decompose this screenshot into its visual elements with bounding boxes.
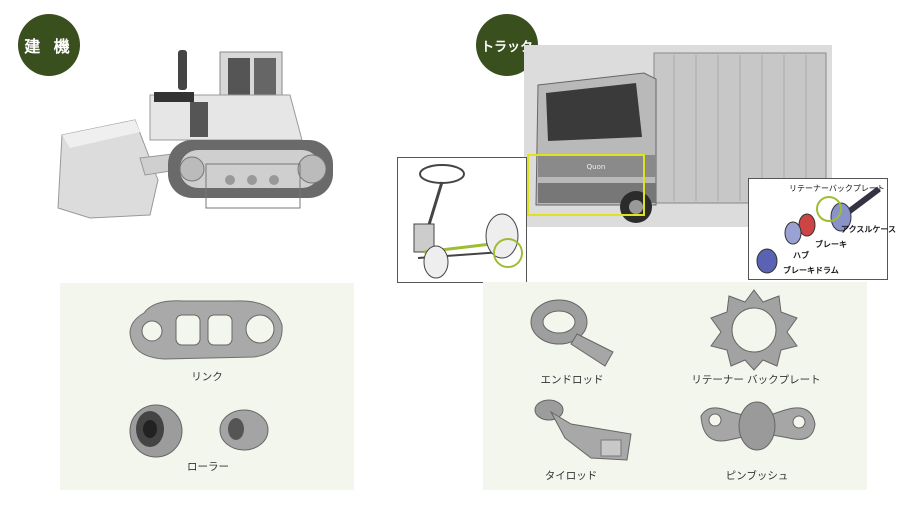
retainer-back-plate-part-image <box>709 288 799 372</box>
hub-label-brake-drum: ブレーキドラム <box>783 266 839 275</box>
steering-diagram-inset <box>397 157 527 283</box>
end-rod-part-image <box>527 292 617 370</box>
truck-badge-label: トラック <box>480 39 533 55</box>
hub-label-hub: ハブ <box>793 251 809 260</box>
link-label: リンク <box>191 371 223 383</box>
pin-bush-label: ピンブッシュ <box>725 470 789 482</box>
tie-rod-label: タイロッド <box>544 470 598 482</box>
hub-label-brake: ブレーキ <box>815 240 847 249</box>
roller-label: ローラー <box>187 461 229 473</box>
bulldozer-image <box>40 40 350 225</box>
hub-label-retainer: リテーナーバックプレート <box>789 184 885 193</box>
construction-parts-panel: リンク ローラー <box>60 283 354 490</box>
tie-rod-part-image <box>531 394 641 462</box>
truck-brand-text: Quon <box>587 163 606 171</box>
hub-label-axle-case: アクスルケース <box>841 225 896 234</box>
hub-diagram-inset: リテーナーバックプレート アクスルケース ブレーキ ハブ ブレーキドラム <box>748 178 896 280</box>
roller-part-image-2 <box>216 407 272 453</box>
roller-part-image-1 <box>126 401 190 459</box>
truck-image: Quon <box>524 45 832 227</box>
truck-parts-panel: エンドロッド リテーナー バックプレート タイロッド ピンブッシュ <box>483 282 867 490</box>
construction-badge-label: 建 機 <box>24 37 74 56</box>
pin-bush-part-image <box>695 398 819 454</box>
construction-badge: 建 機 <box>18 14 80 76</box>
link-part-image <box>124 295 288 363</box>
end-rod-label: エンドロッド <box>540 374 604 386</box>
retainer-back-plate-label: リテーナー バックプレート <box>691 374 821 386</box>
truck-badge: トラック <box>476 14 538 76</box>
